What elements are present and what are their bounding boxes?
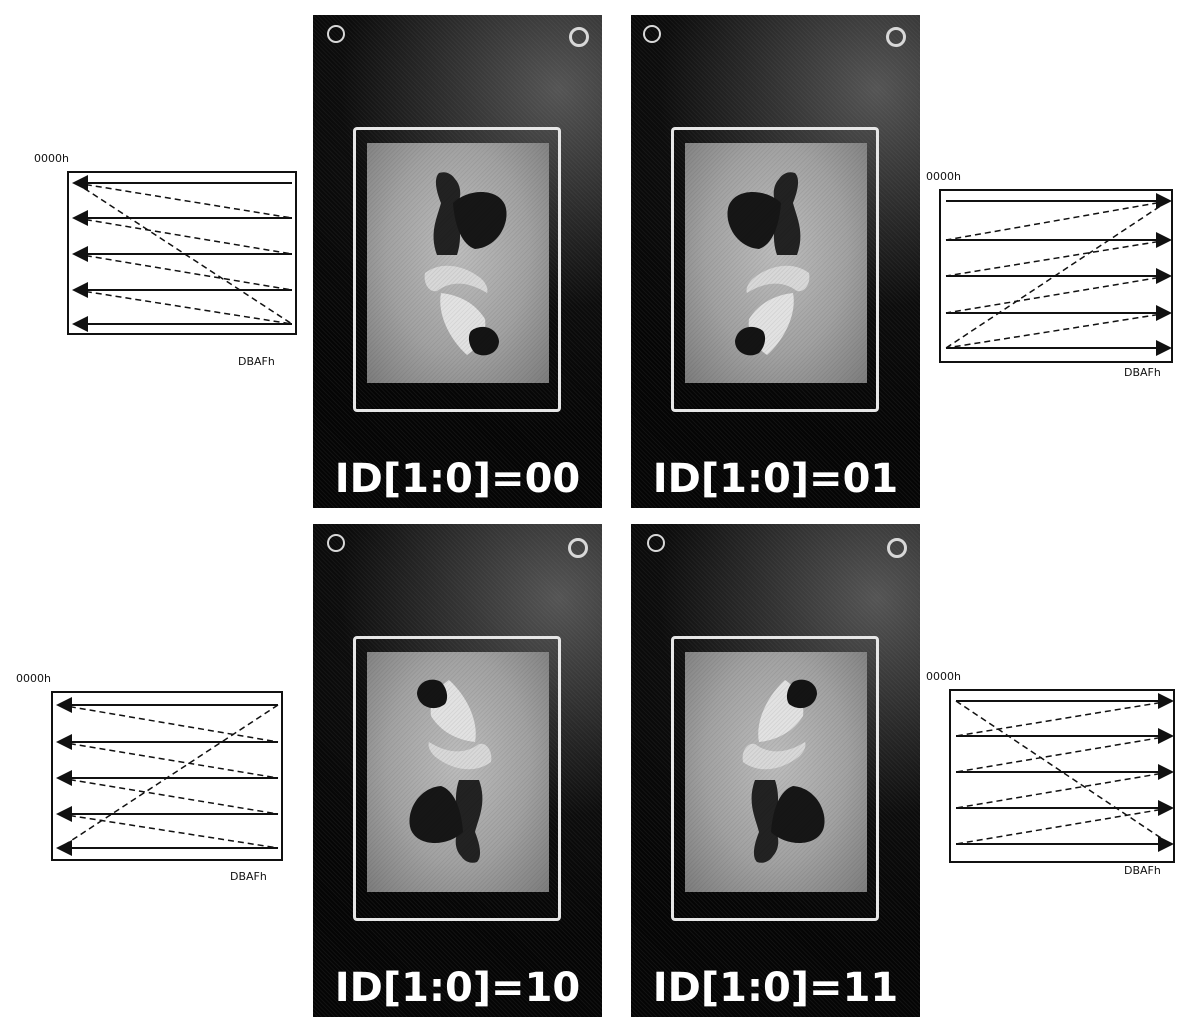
panel-id-label: ID[1:0]=00 [313,456,602,502]
display-panel-00: ID[1:0]=00 [313,15,602,508]
mount-hole-icon [647,534,665,552]
scan-diagram-10: 0000h DBAFh [14,670,304,890]
end-address-label: DBAFh [1124,864,1161,877]
mount-hole-icon [327,534,345,552]
figure-image [685,652,867,892]
end-address-label: DBAFh [1124,366,1161,379]
figure-image [685,143,867,383]
mount-hole-icon [568,538,588,558]
mount-hole-icon [327,25,345,43]
display-panel-11: ID[1:0]=11 [631,524,920,1017]
scan-arrows-10 [14,670,304,890]
end-address-label: DBAFh [238,355,275,368]
display-screen [685,652,867,892]
scan-diagram-01: 0000h DBAFh [918,168,1188,383]
scan-arrows-11 [920,668,1188,883]
scan-diagram-11: 0000h DBAFh [920,668,1188,883]
figure-image [367,143,549,383]
mount-hole-icon [886,27,906,47]
scan-diagram-00: 0000h DBAFh [30,150,310,370]
mount-hole-icon [887,538,907,558]
scan-arrows-00 [30,150,310,370]
figure-image [367,652,549,892]
display-panel-01: ID[1:0]=01 [631,15,920,508]
panel-id-label: ID[1:0]=11 [631,965,920,1011]
display-screen [367,652,549,892]
display-panel-10: ID[1:0]=10 [313,524,602,1017]
panel-id-label: ID[1:0]=01 [631,456,920,502]
mount-hole-icon [569,27,589,47]
display-screen [367,143,549,383]
mount-hole-icon [643,25,661,43]
panel-id-label: ID[1:0]=10 [313,965,602,1011]
display-screen [685,143,867,383]
scan-arrows-01 [918,168,1188,383]
end-address-label: DBAFh [230,870,267,883]
